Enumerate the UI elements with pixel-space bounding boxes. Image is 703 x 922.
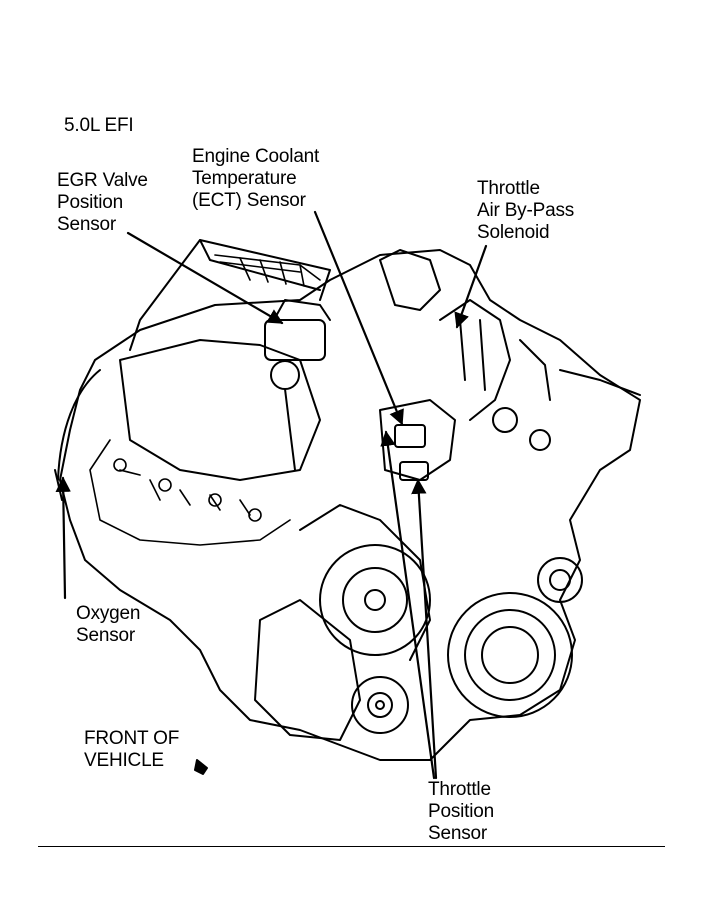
leader-lines (55, 210, 488, 780)
label-line: Throttle (428, 779, 491, 800)
label-line: EGR Valve (57, 170, 148, 191)
alternator (299, 504, 431, 661)
label-line: Sensor (76, 625, 136, 646)
label-throttle-air-bypass-solenoid: Throttle Air By-Pass Solenoid (477, 178, 574, 244)
label-line: Throttle (477, 178, 540, 199)
label-line: Engine Coolant (192, 146, 320, 167)
label-oxygen-sensor: Oxygen Sensor (76, 603, 140, 647)
engine-block-outline (59, 239, 641, 761)
label-egr-valve-position-sensor: EGR Valve Position Sensor (57, 170, 148, 236)
label-line: Temperature (192, 168, 297, 189)
label-front-of-vehicle: FRONT OF VEHICLE (84, 728, 179, 772)
egr-valve-assembly (264, 299, 331, 471)
label-line: Position (57, 192, 123, 213)
throttle-body-cluster (379, 249, 641, 481)
label-line: VEHICLE (84, 750, 164, 771)
label-line: Sensor (428, 823, 488, 844)
ac-compressor (254, 557, 583, 741)
diagram-title: 5.0L EFI (64, 115, 134, 136)
oxygen-sensor-wire (54, 369, 101, 501)
front-pointer-icon (194, 759, 208, 775)
valve-cover (89, 254, 321, 546)
label-line: FRONT OF (84, 728, 180, 749)
label-ect-sensor: Engine Coolant Temperature (ECT) Sensor (192, 146, 319, 212)
label-line: Air By-Pass (477, 200, 575, 221)
label-line: (ECT) Sensor (192, 190, 306, 211)
label-throttle-position-sensor: Throttle Position Sensor (428, 779, 494, 845)
label-line: Oxygen (76, 603, 141, 624)
label-line: Position (428, 801, 494, 822)
bottom-divider (38, 846, 665, 847)
label-line: Solenoid (477, 222, 550, 243)
label-line: Sensor (57, 214, 117, 235)
